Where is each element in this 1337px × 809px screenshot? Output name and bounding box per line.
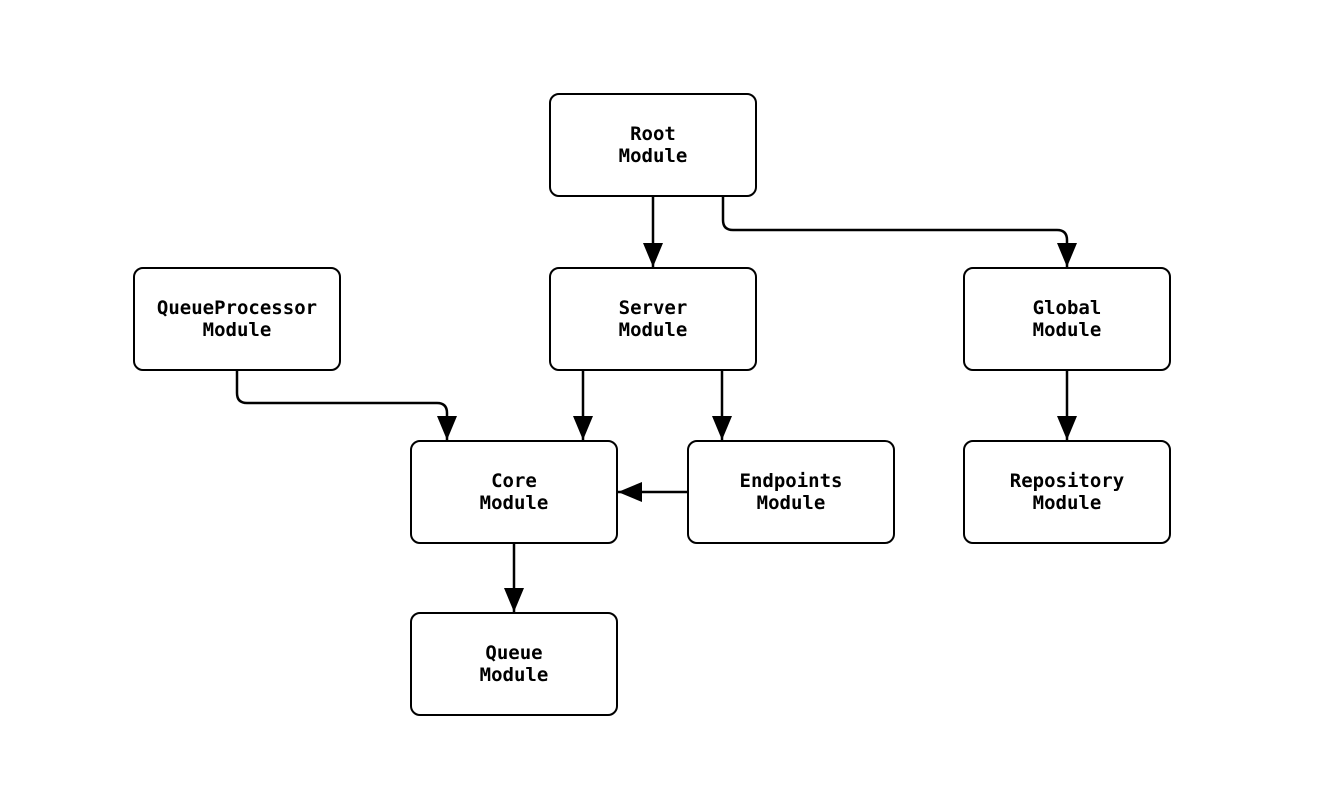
node-label-line: Module (479, 664, 549, 686)
node-label-line: Module (618, 319, 688, 341)
node-label-line: Root (630, 123, 676, 145)
node-label-line: Module (479, 492, 549, 514)
node-core-module: Core Module (410, 440, 618, 544)
node-endpoints-module: Endpoints Module (687, 440, 895, 544)
edge-root-to-global (721, 197, 1077, 267)
node-label-line: Core (491, 470, 537, 492)
node-label-line: Module (756, 492, 826, 514)
edge-queueprocessor-to-core (235, 371, 457, 440)
node-label-line: Endpoints (739, 470, 843, 492)
node-queueprocessor-module: QueueProcessor Module (133, 267, 341, 371)
node-root-module: Root Module (549, 93, 757, 197)
node-label-line: Module (1032, 492, 1102, 514)
node-label-line: Queue (485, 642, 543, 664)
node-repository-module: Repository Module (963, 440, 1171, 544)
node-label-line: Server (618, 297, 688, 319)
node-label-line: QueueProcessor (156, 297, 318, 319)
node-label-line: Global (1032, 297, 1102, 319)
node-server-module: Server Module (549, 267, 757, 371)
node-label-line: Module (618, 145, 688, 167)
node-label-line: Repository (1009, 470, 1125, 492)
node-label-line: Module (202, 319, 272, 341)
node-label-line: Module (1032, 319, 1102, 341)
node-global-module: Global Module (963, 267, 1171, 371)
node-queue-module: Queue Module (410, 612, 618, 716)
